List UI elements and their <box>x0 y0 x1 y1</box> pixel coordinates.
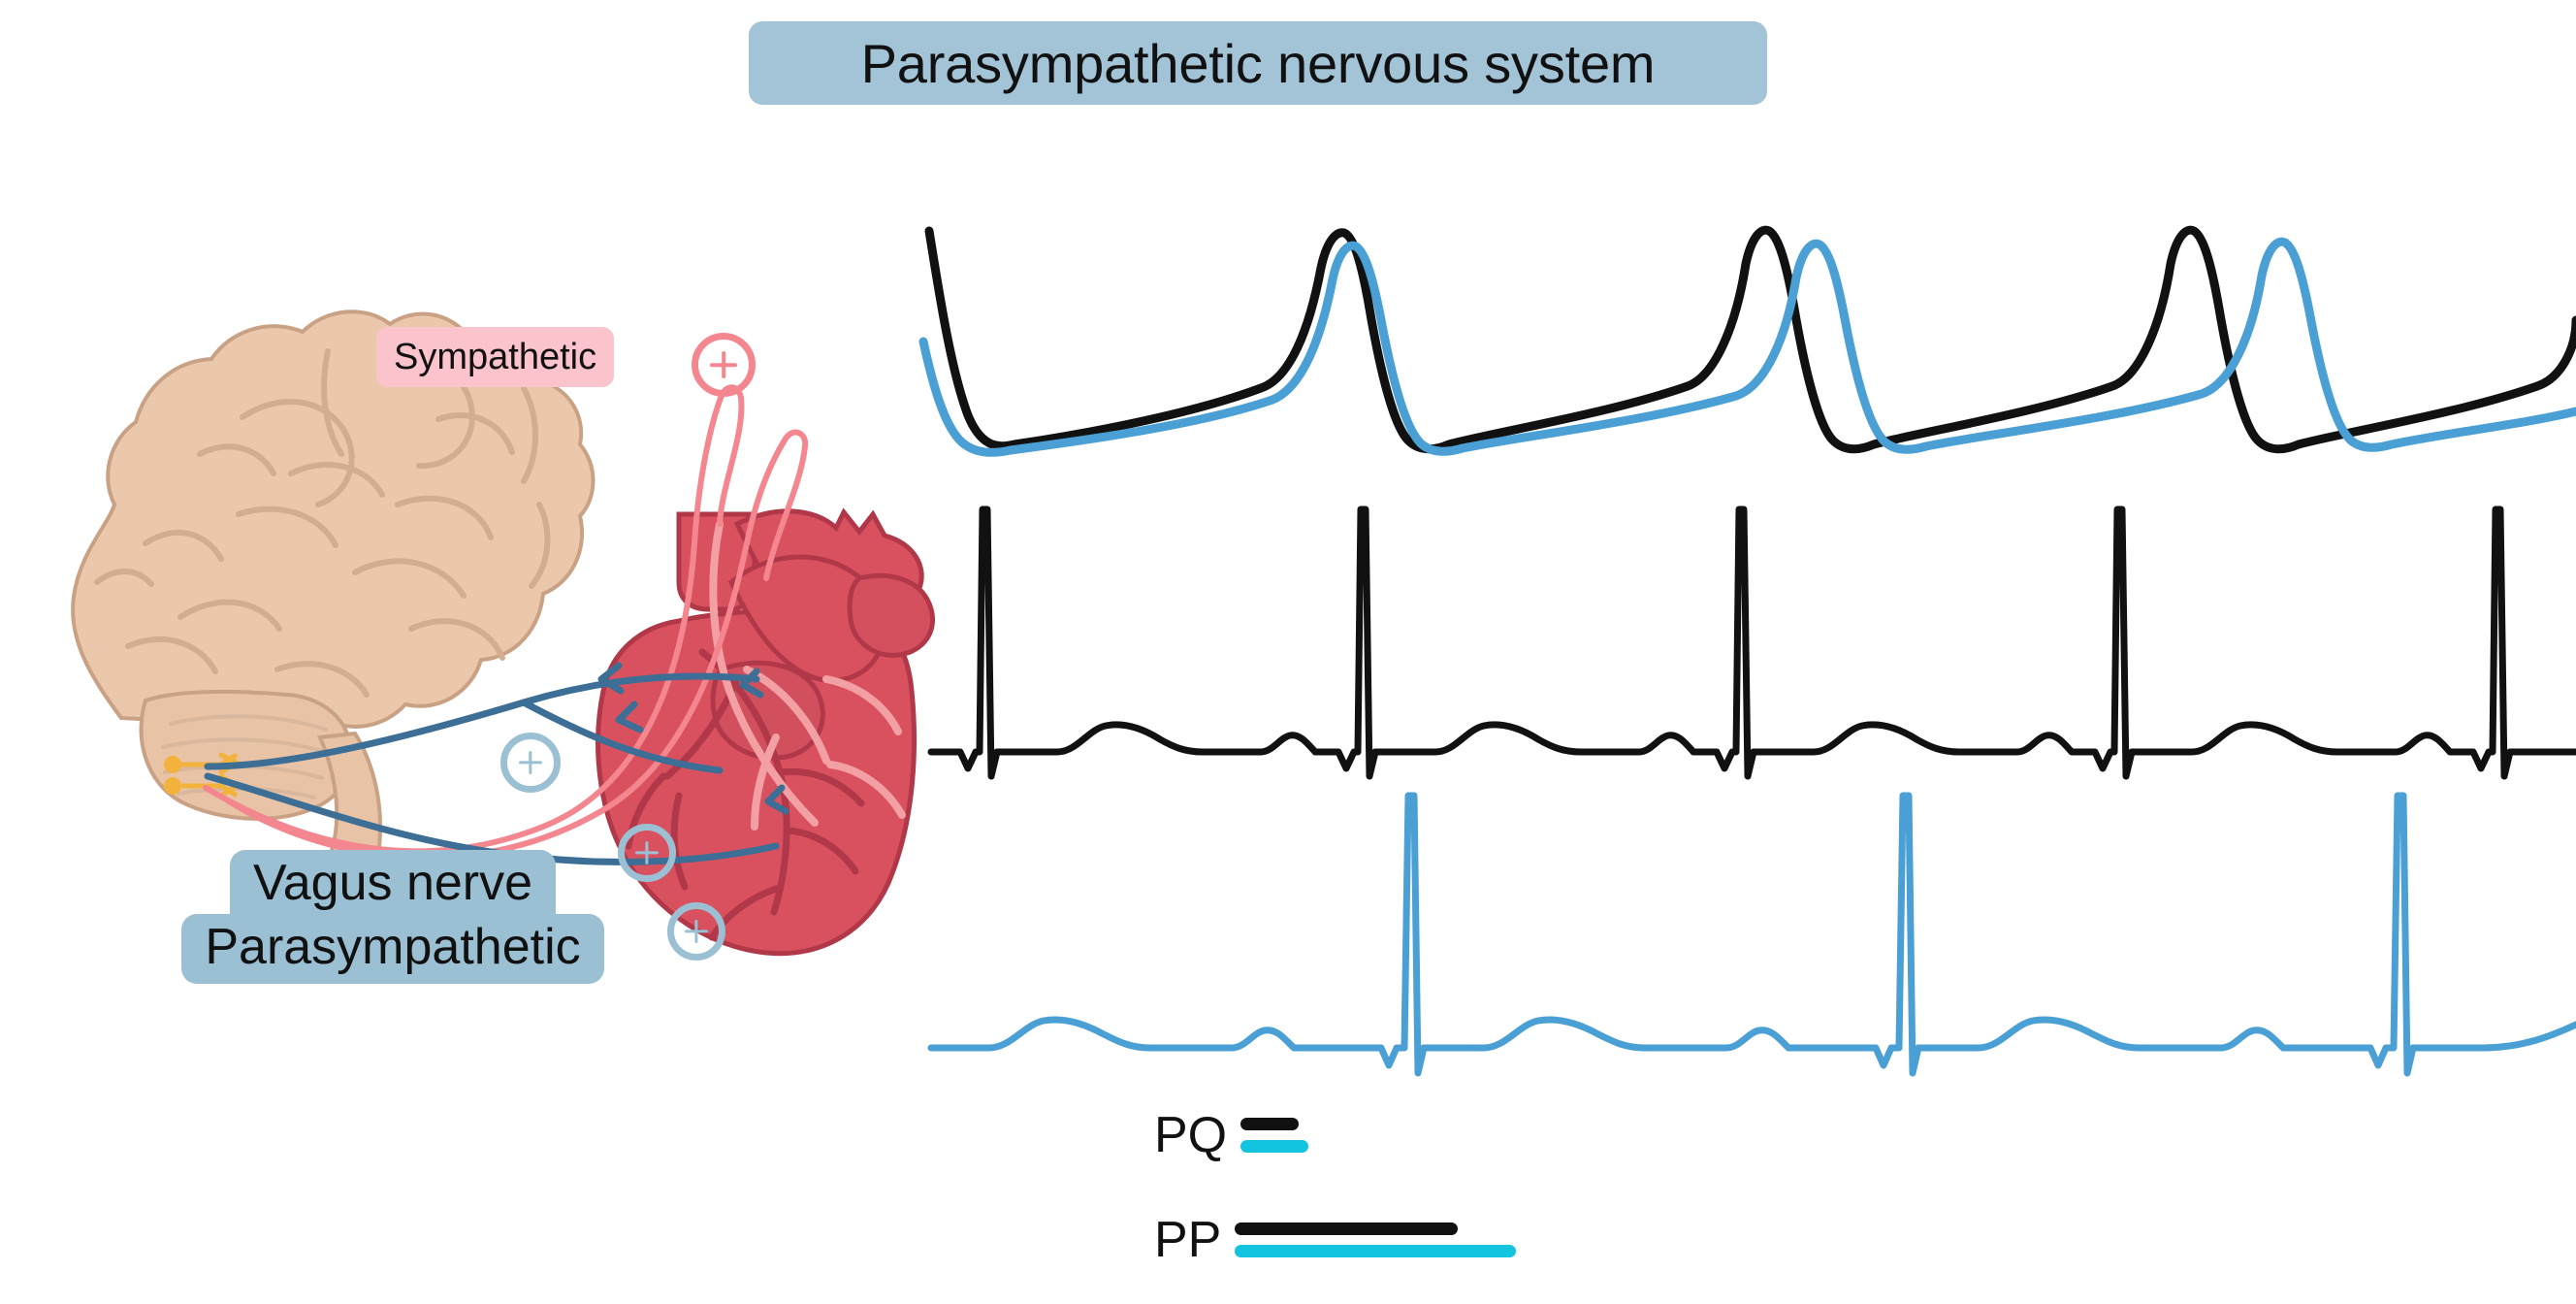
legend-label-pq: PQ <box>1154 1107 1228 1163</box>
legend-row-pp: PP <box>1154 1211 1517 1269</box>
parasympathetic-label-line1: Vagus nerve <box>229 850 557 921</box>
plus-circle-icon-sympathetic <box>692 333 756 397</box>
plus-circle-icon-parasympathetic-3 <box>667 902 725 961</box>
legend-bars-pp <box>1235 1222 1517 1257</box>
legend-bar-pp-black <box>1235 1222 1459 1235</box>
vagus-nerve-fibers <box>204 662 789 865</box>
ecg-trace-blue <box>927 792 2576 1077</box>
legend-bar-pp-cyan <box>1235 1245 1517 1257</box>
legend-row-pq: PQ <box>1154 1106 1309 1164</box>
legend-label-pp: PP <box>1154 1212 1222 1268</box>
sympathetic-label-text: Sympathetic <box>394 336 597 377</box>
legend-bar-pq-black <box>1240 1118 1300 1130</box>
parasympathetic-label-line2: Parasympathetic <box>181 914 604 985</box>
sympathetic-label: Sympathetic <box>376 327 615 387</box>
ecg-trace-black <box>927 505 2576 780</box>
page-title: Parasympathetic nervous system <box>749 21 1767 105</box>
page-title-text: Parasympathetic nervous system <box>860 32 1656 94</box>
parasympathetic-label: Vagus nerve Parasympathetic <box>136 850 650 985</box>
pulse-trace-black <box>924 225 2576 454</box>
brainstem-nuclei-markers <box>164 752 242 799</box>
legend-bars-pq <box>1240 1118 1309 1153</box>
plus-circle-icon-parasympathetic-1 <box>500 733 561 793</box>
legend-bar-pq-cyan <box>1240 1140 1309 1153</box>
sympathetic-nerve-fibers <box>203 384 809 861</box>
pulse-trace-blue <box>918 237 2576 457</box>
plus-circle-icon-parasympathetic-2 <box>618 824 676 882</box>
